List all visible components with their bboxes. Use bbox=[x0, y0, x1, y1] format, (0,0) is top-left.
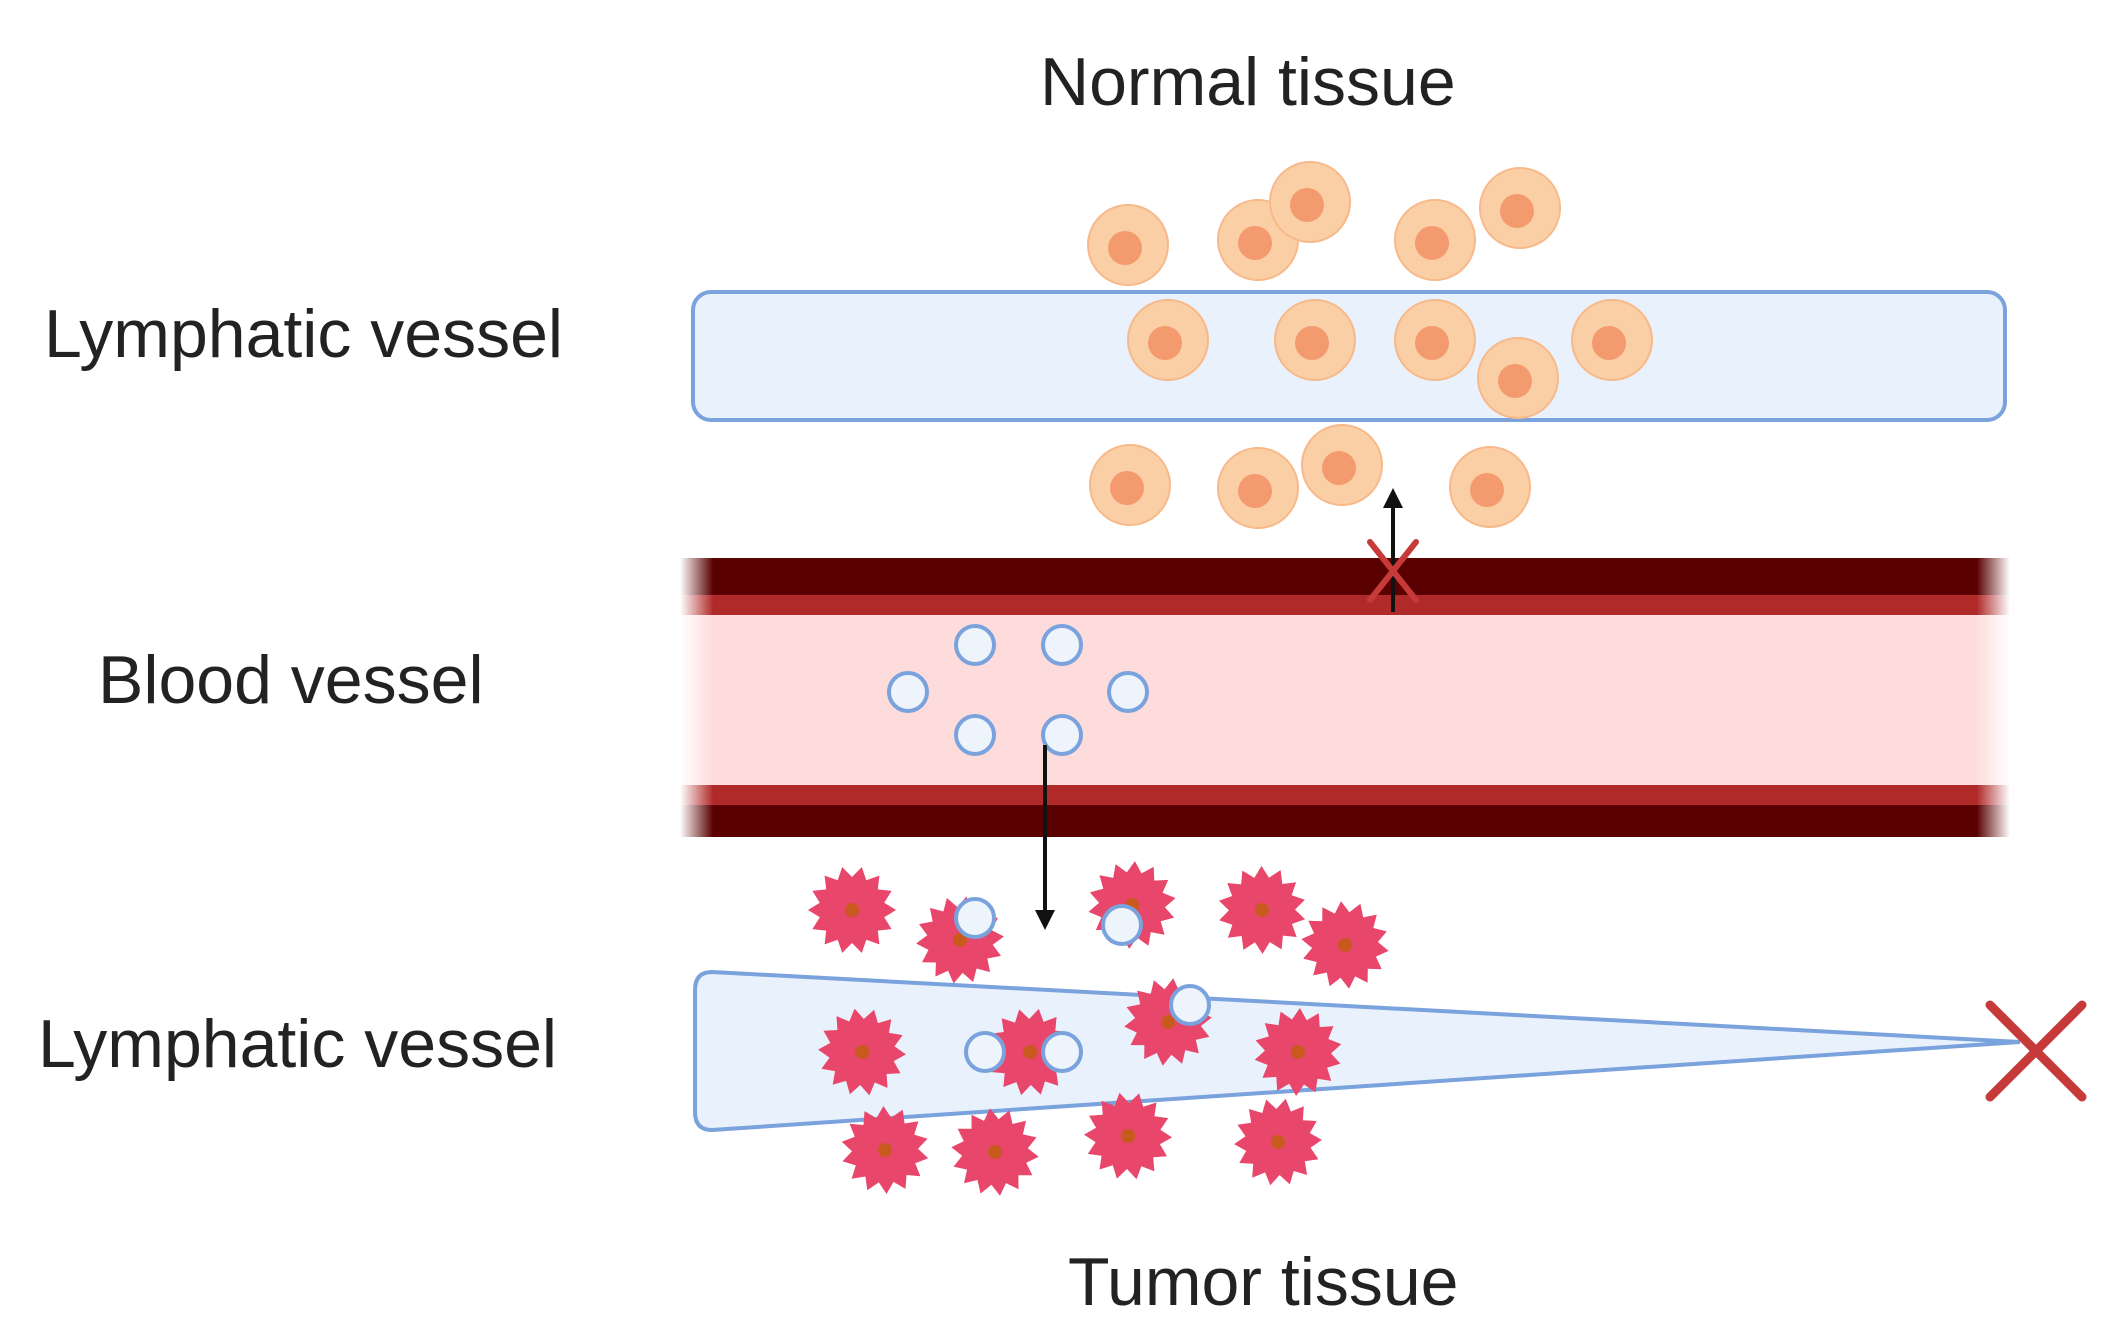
tumor-cell-icon bbox=[818, 1008, 906, 1096]
nanoparticles bbox=[887, 624, 1211, 1073]
normal-tissue-label: Normal tissue bbox=[1040, 44, 1456, 120]
tumor-cell-icon bbox=[808, 867, 896, 953]
normal-cell-icon bbox=[1089, 444, 1171, 526]
normal-cell-icon bbox=[1087, 204, 1169, 286]
tumor-cell-icon bbox=[1254, 1008, 1342, 1096]
nanoparticle-icon bbox=[954, 714, 996, 756]
nanoparticle-icon bbox=[1041, 624, 1083, 666]
tumor-cell-icon bbox=[986, 1008, 1074, 1096]
nanoparticle-icon bbox=[887, 671, 929, 713]
nanoparticle-icon bbox=[964, 1031, 1006, 1073]
normal-cell-icon bbox=[1479, 167, 1561, 249]
normal-cell-icon bbox=[1127, 299, 1209, 381]
tumor-cell-icon bbox=[1084, 1092, 1172, 1180]
normal-cell-icon bbox=[1477, 337, 1559, 419]
tumor-cells bbox=[808, 861, 1389, 1196]
tumor-cell-icon bbox=[1301, 901, 1389, 989]
tumor-tissue-label: Tumor tissue bbox=[1068, 1244, 1459, 1320]
nanoparticle-icon bbox=[1169, 984, 1211, 1026]
nanoparticle-icon bbox=[954, 897, 996, 939]
normal-cell-icon bbox=[1394, 199, 1476, 281]
tumor-cell-icon bbox=[951, 1108, 1039, 1196]
normal-cell-icon bbox=[1217, 447, 1299, 529]
nanoparticle-icon bbox=[1107, 671, 1149, 713]
normal-cells bbox=[1087, 161, 1653, 529]
block-x-icon bbox=[1985, 1000, 2087, 1102]
lymphatic-vessel-top-label: Lymphatic vessel bbox=[44, 296, 564, 372]
tumor-cell-icon bbox=[1234, 1098, 1322, 1186]
lymphatic-vessel-bottom-label: Lymphatic vessel bbox=[38, 1006, 558, 1082]
normal-cell-icon bbox=[1571, 299, 1653, 381]
normal-cell-icon bbox=[1274, 299, 1356, 381]
blood-vessel-label: Blood vessel bbox=[98, 642, 484, 718]
normal-cell-icon bbox=[1269, 161, 1351, 243]
lymphatic-vessel-bottom bbox=[693, 969, 2021, 1133]
nanoparticle-icon bbox=[1041, 714, 1083, 756]
normal-cell-icon bbox=[1449, 446, 1531, 528]
normal-cell-icon bbox=[1394, 299, 1476, 381]
normal-cell-icon bbox=[1301, 424, 1383, 506]
tumor-cell-icon bbox=[841, 1106, 929, 1194]
nanoparticle-icon bbox=[954, 624, 996, 666]
blood-vessel bbox=[680, 558, 2010, 838]
nanoparticle-icon bbox=[1101, 904, 1143, 946]
block-x-icon bbox=[1367, 539, 1419, 603]
nanoparticle-icon bbox=[1041, 1031, 1083, 1073]
tumor-cell-icon bbox=[1219, 866, 1305, 954]
